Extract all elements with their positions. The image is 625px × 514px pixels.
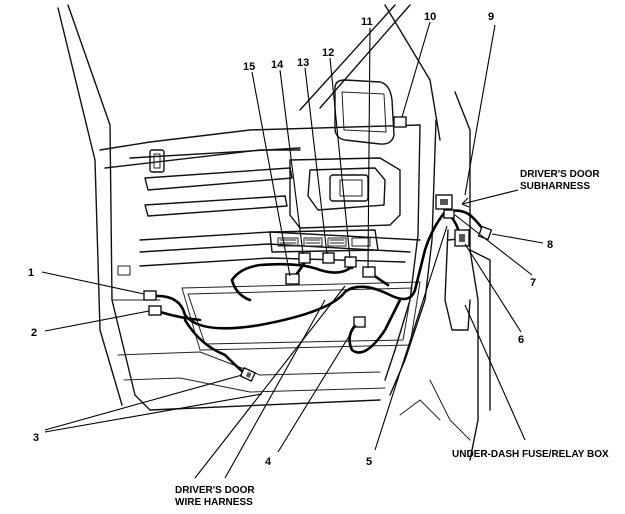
callout-12: 12 xyxy=(322,47,334,59)
wire-harness-label-line2: WIRE HARNESS xyxy=(175,497,253,508)
callout-13: 13 xyxy=(297,57,309,69)
side-mirror xyxy=(334,79,395,145)
callout-numbers: 1 2 3 4 5 6 7 8 9 10 11 12 13 14 15 xyxy=(28,11,553,468)
connector-15 xyxy=(285,273,300,285)
door-trim xyxy=(117,147,421,351)
callout-14: 14 xyxy=(271,59,284,71)
callout-2: 2 xyxy=(31,327,37,339)
connector-11 xyxy=(362,266,376,278)
text-labels: DRIVER'S DOOR SUBHARNESS DRIVER'S DOOR W… xyxy=(175,169,609,508)
connector-1 xyxy=(143,290,157,301)
fuse-box-label: UNDER-DASH FUSE/RELAY BOX xyxy=(452,449,609,460)
callout-7: 7 xyxy=(530,277,536,289)
connector-6 xyxy=(454,229,470,247)
subharness-label-line2: SUBHARNESS xyxy=(520,181,590,192)
callout-10: 10 xyxy=(424,11,436,23)
connector-8 xyxy=(477,225,493,241)
callout-15: 15 xyxy=(243,61,255,73)
connector-13 xyxy=(322,252,335,264)
connector-12 xyxy=(344,256,357,268)
connector-4 xyxy=(353,316,366,328)
switch-panel xyxy=(269,229,379,253)
subharness-label-line1: DRIVER'S DOOR xyxy=(520,169,600,180)
callout-9: 9 xyxy=(488,11,494,23)
wire-harness-label-line1: DRIVER'S DOOR xyxy=(175,485,255,496)
callout-8: 8 xyxy=(547,239,553,251)
callout-4: 4 xyxy=(265,456,272,468)
callout-5: 5 xyxy=(366,456,372,468)
leader-lines xyxy=(41,21,544,479)
connector-9 xyxy=(435,194,453,210)
callout-11: 11 xyxy=(361,16,373,28)
connectors xyxy=(143,116,493,382)
connector-3 xyxy=(239,366,256,382)
connector-14 xyxy=(298,252,311,264)
callout-6: 6 xyxy=(518,334,524,346)
connector-10 xyxy=(393,116,407,128)
callout-1: 1 xyxy=(28,267,34,279)
callout-3: 3 xyxy=(33,432,39,444)
connector-7 xyxy=(443,209,455,219)
connector-2 xyxy=(148,305,162,316)
